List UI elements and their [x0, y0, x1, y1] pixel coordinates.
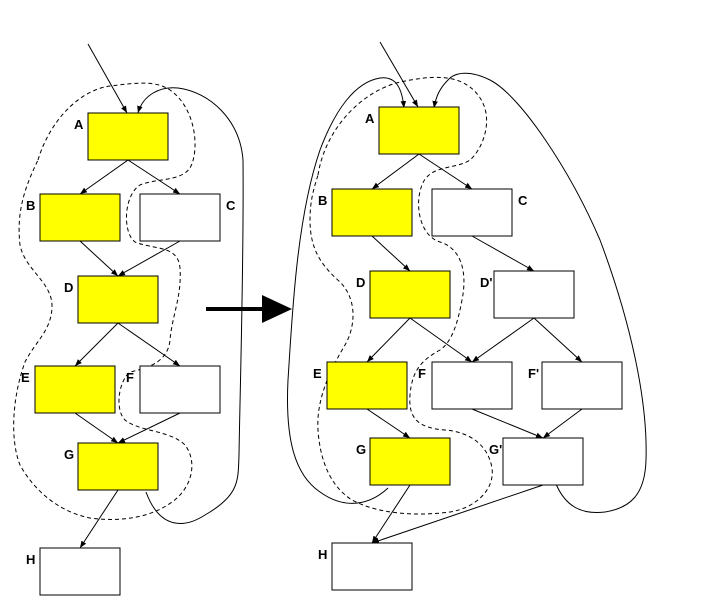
left-node-g	[77, 442, 159, 491]
right-node-label-g2: G'	[489, 442, 502, 457]
right-edge-d2-to-f2	[533, 317, 583, 363]
left-node-a	[87, 112, 169, 161]
left-node-label-e: E	[21, 370, 30, 385]
right-node-d	[369, 270, 451, 319]
right-edge-c-to-d2	[471, 235, 535, 272]
right-node-label-f2: F'	[528, 366, 539, 381]
right-arrow-icon	[206, 295, 292, 323]
left-node-b	[39, 193, 121, 242]
right-node-label-g: G	[356, 442, 366, 457]
right-entry-edge	[379, 41, 419, 108]
right-node-e	[326, 361, 408, 410]
left-edge-d-to-f	[117, 322, 181, 367]
right-node-c	[431, 188, 513, 237]
right-node-f	[431, 361, 513, 410]
left-node-h	[39, 547, 121, 596]
right-edge-d-to-f	[409, 317, 473, 363]
right-node-label-f: F	[418, 366, 426, 381]
right-edge-a-to-c	[418, 153, 473, 190]
left-node-label-a: A	[74, 117, 84, 132]
right-far-solid-loop	[432, 72, 647, 514]
left-node-label-c: C	[226, 198, 236, 213]
left-edge-g-to-h	[79, 489, 119, 549]
right-node-label-h: H	[318, 547, 327, 562]
left-edge-e-to-g	[74, 412, 119, 444]
right-edge-g-to-h	[371, 484, 411, 544]
left-node-label-g: G	[64, 447, 74, 462]
right-node-d2	[493, 270, 575, 319]
right-edge-d-to-e	[366, 317, 411, 363]
left-dashed-region	[13, 82, 196, 520]
right-dashed-region	[309, 76, 493, 515]
left-node-label-h: H	[26, 552, 35, 567]
left-node-label-d: D	[64, 280, 73, 295]
right-graph: A B C D D' E F F' G G' H	[287, 41, 647, 591]
right-edge-b-to-d	[371, 235, 411, 272]
right-node-label-d: D	[356, 275, 365, 290]
left-entry-edge	[87, 43, 128, 114]
left-edge-b-to-d	[79, 240, 119, 277]
right-node-f2	[541, 361, 623, 410]
right-node-label-e: E	[313, 366, 322, 381]
left-edge-c-to-d	[117, 240, 181, 277]
right-node-label-a: A	[365, 111, 375, 126]
right-node-label-d2: D'	[480, 275, 492, 290]
left-node-f	[139, 365, 221, 414]
right-edge-e-to-g	[366, 408, 411, 439]
left-edge-d-to-e	[74, 322, 119, 367]
right-edge-g2-to-h	[371, 484, 544, 544]
right-node-g2	[502, 437, 584, 486]
left-node-e	[34, 365, 116, 414]
left-node-label-b: B	[26, 198, 35, 213]
right-node-b	[331, 188, 413, 237]
right-outer-solid-loop	[287, 77, 407, 504]
right-node-label-c: C	[518, 193, 528, 208]
left-node-d	[77, 275, 159, 324]
left-node-c	[139, 193, 221, 242]
right-node-a	[378, 106, 460, 155]
left-back-edge-loop	[137, 87, 244, 524]
left-edge-f-to-g	[117, 412, 181, 444]
left-edge-a-to-c	[127, 159, 181, 195]
right-node-label-b: B	[318, 193, 327, 208]
right-edge-a-to-b	[371, 153, 420, 190]
left-node-label-f: F	[126, 370, 134, 385]
right-node-g	[369, 437, 451, 486]
right-edge-d2-to-f	[471, 317, 535, 363]
right-node-h	[331, 542, 413, 591]
right-edge-f2-to-g2	[542, 408, 583, 439]
right-edge-f-to-g2	[471, 408, 544, 439]
left-edge-a-to-b	[79, 159, 129, 195]
left-graph: A B C D E F G H	[13, 43, 244, 596]
